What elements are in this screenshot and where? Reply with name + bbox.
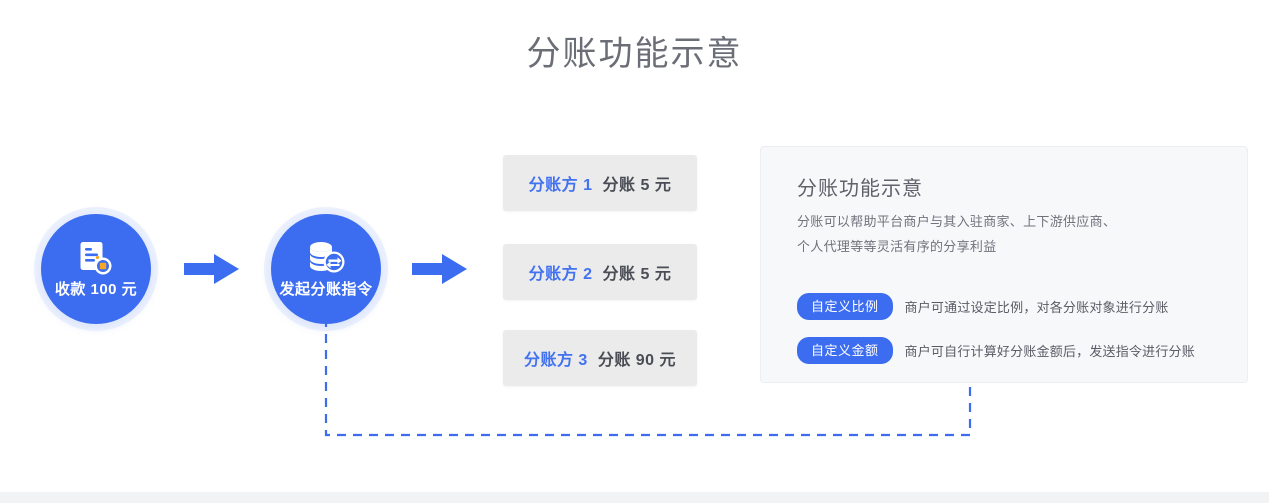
party-card[interactable]: 分账方 3 分账 90 元 (503, 330, 697, 386)
arrow-right-icon (184, 254, 239, 284)
panel-description-line-1: 分账可以帮助平台商户与其入驻商家、上下游供应商、 (797, 214, 1117, 229)
flow-node-initiate-label: 发起分账指令 (279, 281, 373, 298)
flow-node-initiate[interactable]: 发起分账指令 (271, 214, 381, 324)
page-title: 分账功能示意 (526, 35, 743, 73)
feature-row: 自定义比例 商户可通过设定比例，对各分账对象进行分账 (797, 293, 1169, 320)
bottom-strip (0, 492, 1269, 503)
feature-badge-ratio[interactable]: 自定义比例 (797, 293, 893, 320)
party-amount: 分账 5 元 (602, 266, 672, 283)
party-card[interactable]: 分账方 2 分账 5 元 (503, 244, 697, 300)
panel-description-line-2: 个人代理等等灵活有序的分享利益 (797, 239, 997, 254)
party-amount: 分账 5 元 (602, 177, 672, 194)
panel-heading: 分账功能示意 (797, 178, 923, 200)
feature-text: 商户可自行计算好分账金额后，发送指令进行分账 (904, 344, 1195, 359)
party-amount: 分账 90 元 (597, 352, 677, 369)
flow-node-receive[interactable]: 收款 100 元 (41, 214, 151, 324)
flow-node-receive-label: 收款 100 元 (54, 281, 138, 298)
document-receipt-icon (80, 242, 112, 275)
party-name: 分账方 1 (528, 177, 593, 194)
coin-exchange-icon (310, 242, 345, 273)
feature-badge-amount[interactable]: 自定义金额 (797, 337, 893, 364)
feature-row: 自定义金额 商户可自行计算好分账金额后，发送指令进行分账 (797, 337, 1195, 364)
arrow-right-icon (412, 254, 467, 284)
panel-description: 分账可以帮助平台商户与其入驻商家、上下游供应商、 个人代理等等灵活有序的分享利益 (797, 209, 1217, 259)
party-name: 分账方 3 (523, 352, 588, 369)
feature-text: 商户可通过设定比例，对各分账对象进行分账 (904, 300, 1169, 315)
party-name: 分账方 2 (528, 266, 593, 283)
info-panel: 分账功能示意 分账可以帮助平台商户与其入驻商家、上下游供应商、 个人代理等等灵活… (760, 146, 1248, 383)
party-card[interactable]: 分账方 1 分账 5 元 (503, 155, 697, 211)
